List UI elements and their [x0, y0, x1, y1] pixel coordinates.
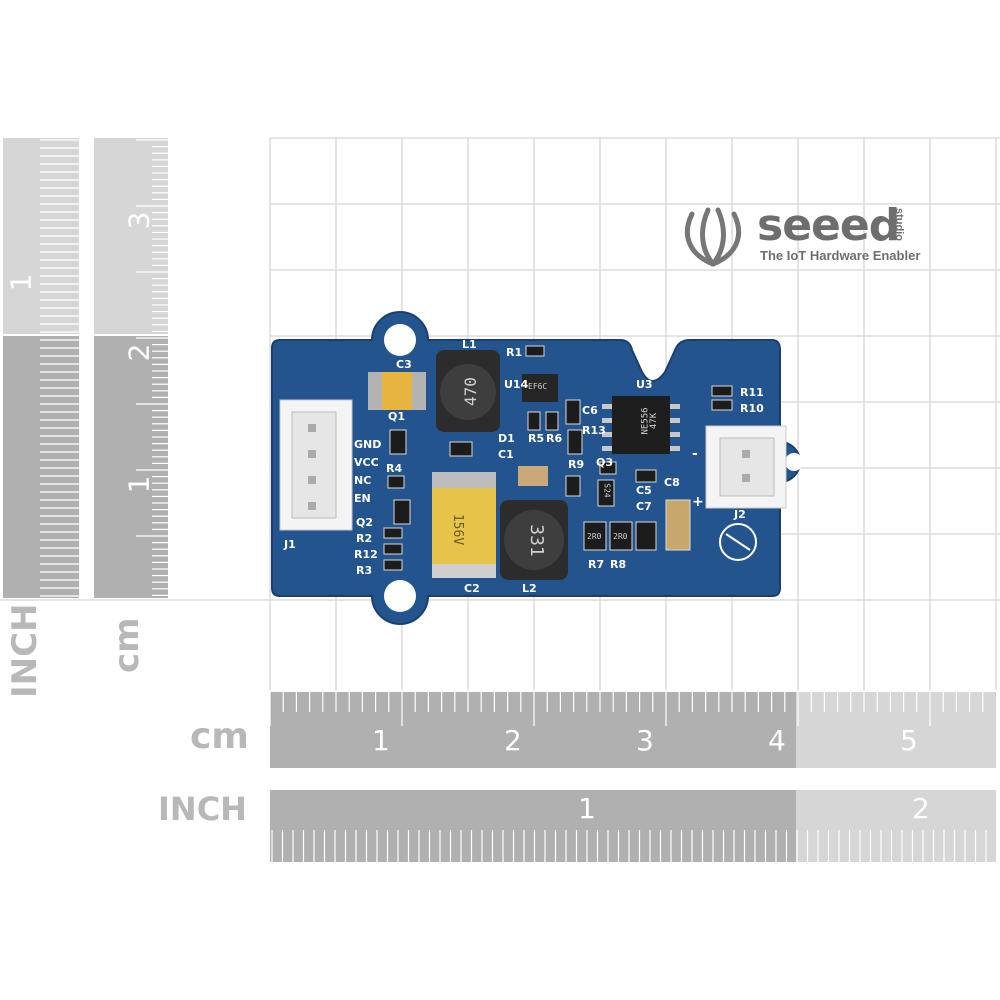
r13-resistor	[565, 399, 581, 425]
c6-capacitor	[565, 475, 581, 497]
silk-r11: R11	[740, 386, 764, 399]
r11-resistor	[711, 385, 733, 397]
silk-u14: U14	[504, 378, 529, 391]
eco-symbol-icon	[719, 523, 757, 561]
mount-hole-top	[384, 324, 416, 356]
silk-r5: R5	[528, 432, 545, 445]
c5-capacitor	[635, 469, 657, 483]
bottom-cm-number-5: 5	[900, 724, 918, 757]
silk-c7: C7	[636, 500, 652, 513]
silk-r6: R6	[546, 432, 563, 445]
silk-c6: C6	[582, 404, 598, 417]
c7-capacitor	[635, 521, 657, 551]
silk-plus: +	[692, 494, 704, 510]
d1-diode	[449, 441, 473, 457]
pin-label-en: EN	[354, 492, 371, 505]
silk-r13: R13	[582, 424, 606, 437]
c2-marking: 156V	[450, 513, 466, 546]
s24-marking: S24	[602, 483, 612, 498]
r7-marking: 2R0	[587, 532, 602, 541]
silk-q2: Q2	[356, 516, 374, 529]
pin-label-gnd: GND	[354, 438, 382, 451]
u3-marking-line2: 47K	[649, 412, 660, 430]
silk-c1: C1	[498, 448, 514, 461]
r4-resistor	[387, 475, 405, 489]
silk-u3: U3	[636, 378, 653, 391]
q3-transistor	[599, 461, 617, 475]
r8-resistor	[609, 521, 633, 551]
silk-q1: Q1	[388, 410, 406, 423]
r9-resistor	[567, 429, 583, 455]
bottom-cm-number-1: 1	[372, 724, 390, 757]
silk-r12: R12	[354, 548, 378, 561]
silk-r8: R8	[610, 558, 627, 571]
c8-capacitor	[665, 499, 691, 551]
l1-marking: 470	[460, 377, 480, 406]
silk-j1: J1	[284, 538, 296, 551]
silk-l1: L1	[462, 338, 477, 351]
r6-resistor	[545, 411, 559, 431]
bottom-cm-label: cm	[190, 716, 249, 757]
silk-l2: L2	[522, 582, 537, 595]
silk-minus: -	[692, 446, 698, 462]
u3-ic	[612, 396, 670, 454]
silk-r4: R4	[386, 462, 403, 475]
silk-r10: R10	[740, 402, 764, 415]
r8-marking: 2R0	[613, 532, 628, 541]
r12-resistor	[383, 543, 403, 555]
silk-r1: R1	[506, 346, 523, 359]
silk-c8: C8	[664, 476, 680, 489]
silk-r9: R9	[568, 458, 585, 471]
u14-ic	[522, 374, 558, 402]
mount-hole-bottom	[384, 580, 416, 612]
silk-q3: Q3	[596, 456, 614, 469]
c2-capacitor	[432, 488, 496, 574]
r3-resistor	[383, 559, 403, 571]
l2-marking: 331	[525, 524, 547, 557]
pin-label-vcc: VCC	[354, 456, 379, 469]
s24-diode	[597, 479, 615, 507]
r7-resistor	[583, 521, 607, 551]
r10-resistor	[711, 399, 733, 411]
pin-label-nc: NC	[354, 474, 372, 487]
q2-transistor	[393, 499, 411, 525]
silk-c5: C5	[636, 484, 652, 497]
bottom-inch-number-2: 2	[912, 792, 930, 825]
r5-resistor	[527, 411, 541, 431]
brand-name: seeed	[757, 200, 900, 251]
silk-c3: C3	[396, 358, 412, 371]
silk-r3: R3	[356, 564, 373, 577]
bottom-inch-label: INCH	[158, 790, 247, 828]
r1-resistor	[525, 345, 545, 357]
silk-d1: D1	[498, 432, 515, 445]
silk-r2: R2	[356, 532, 373, 545]
silk-j2: J2	[734, 508, 746, 521]
q1-transistor	[389, 429, 407, 455]
mount-hole-right	[785, 453, 803, 471]
bottom-cm-number-2: 2	[504, 724, 522, 757]
bottom-inch-number-1: 1	[578, 792, 596, 825]
silk-r7: R7	[588, 558, 605, 571]
left-rulers	[3, 138, 168, 598]
seeed-logo-icon	[684, 207, 742, 267]
r2-resistor	[383, 527, 403, 539]
brand-tagline: The IoT Hardware Enabler	[760, 248, 921, 263]
c1-capacitor	[518, 466, 548, 486]
u14-marking: EF6C	[528, 382, 548, 391]
bottom-cm-number-4: 4	[768, 724, 786, 757]
bottom-cm-number-3: 3	[636, 724, 654, 757]
silk-c2: C2	[464, 582, 480, 595]
